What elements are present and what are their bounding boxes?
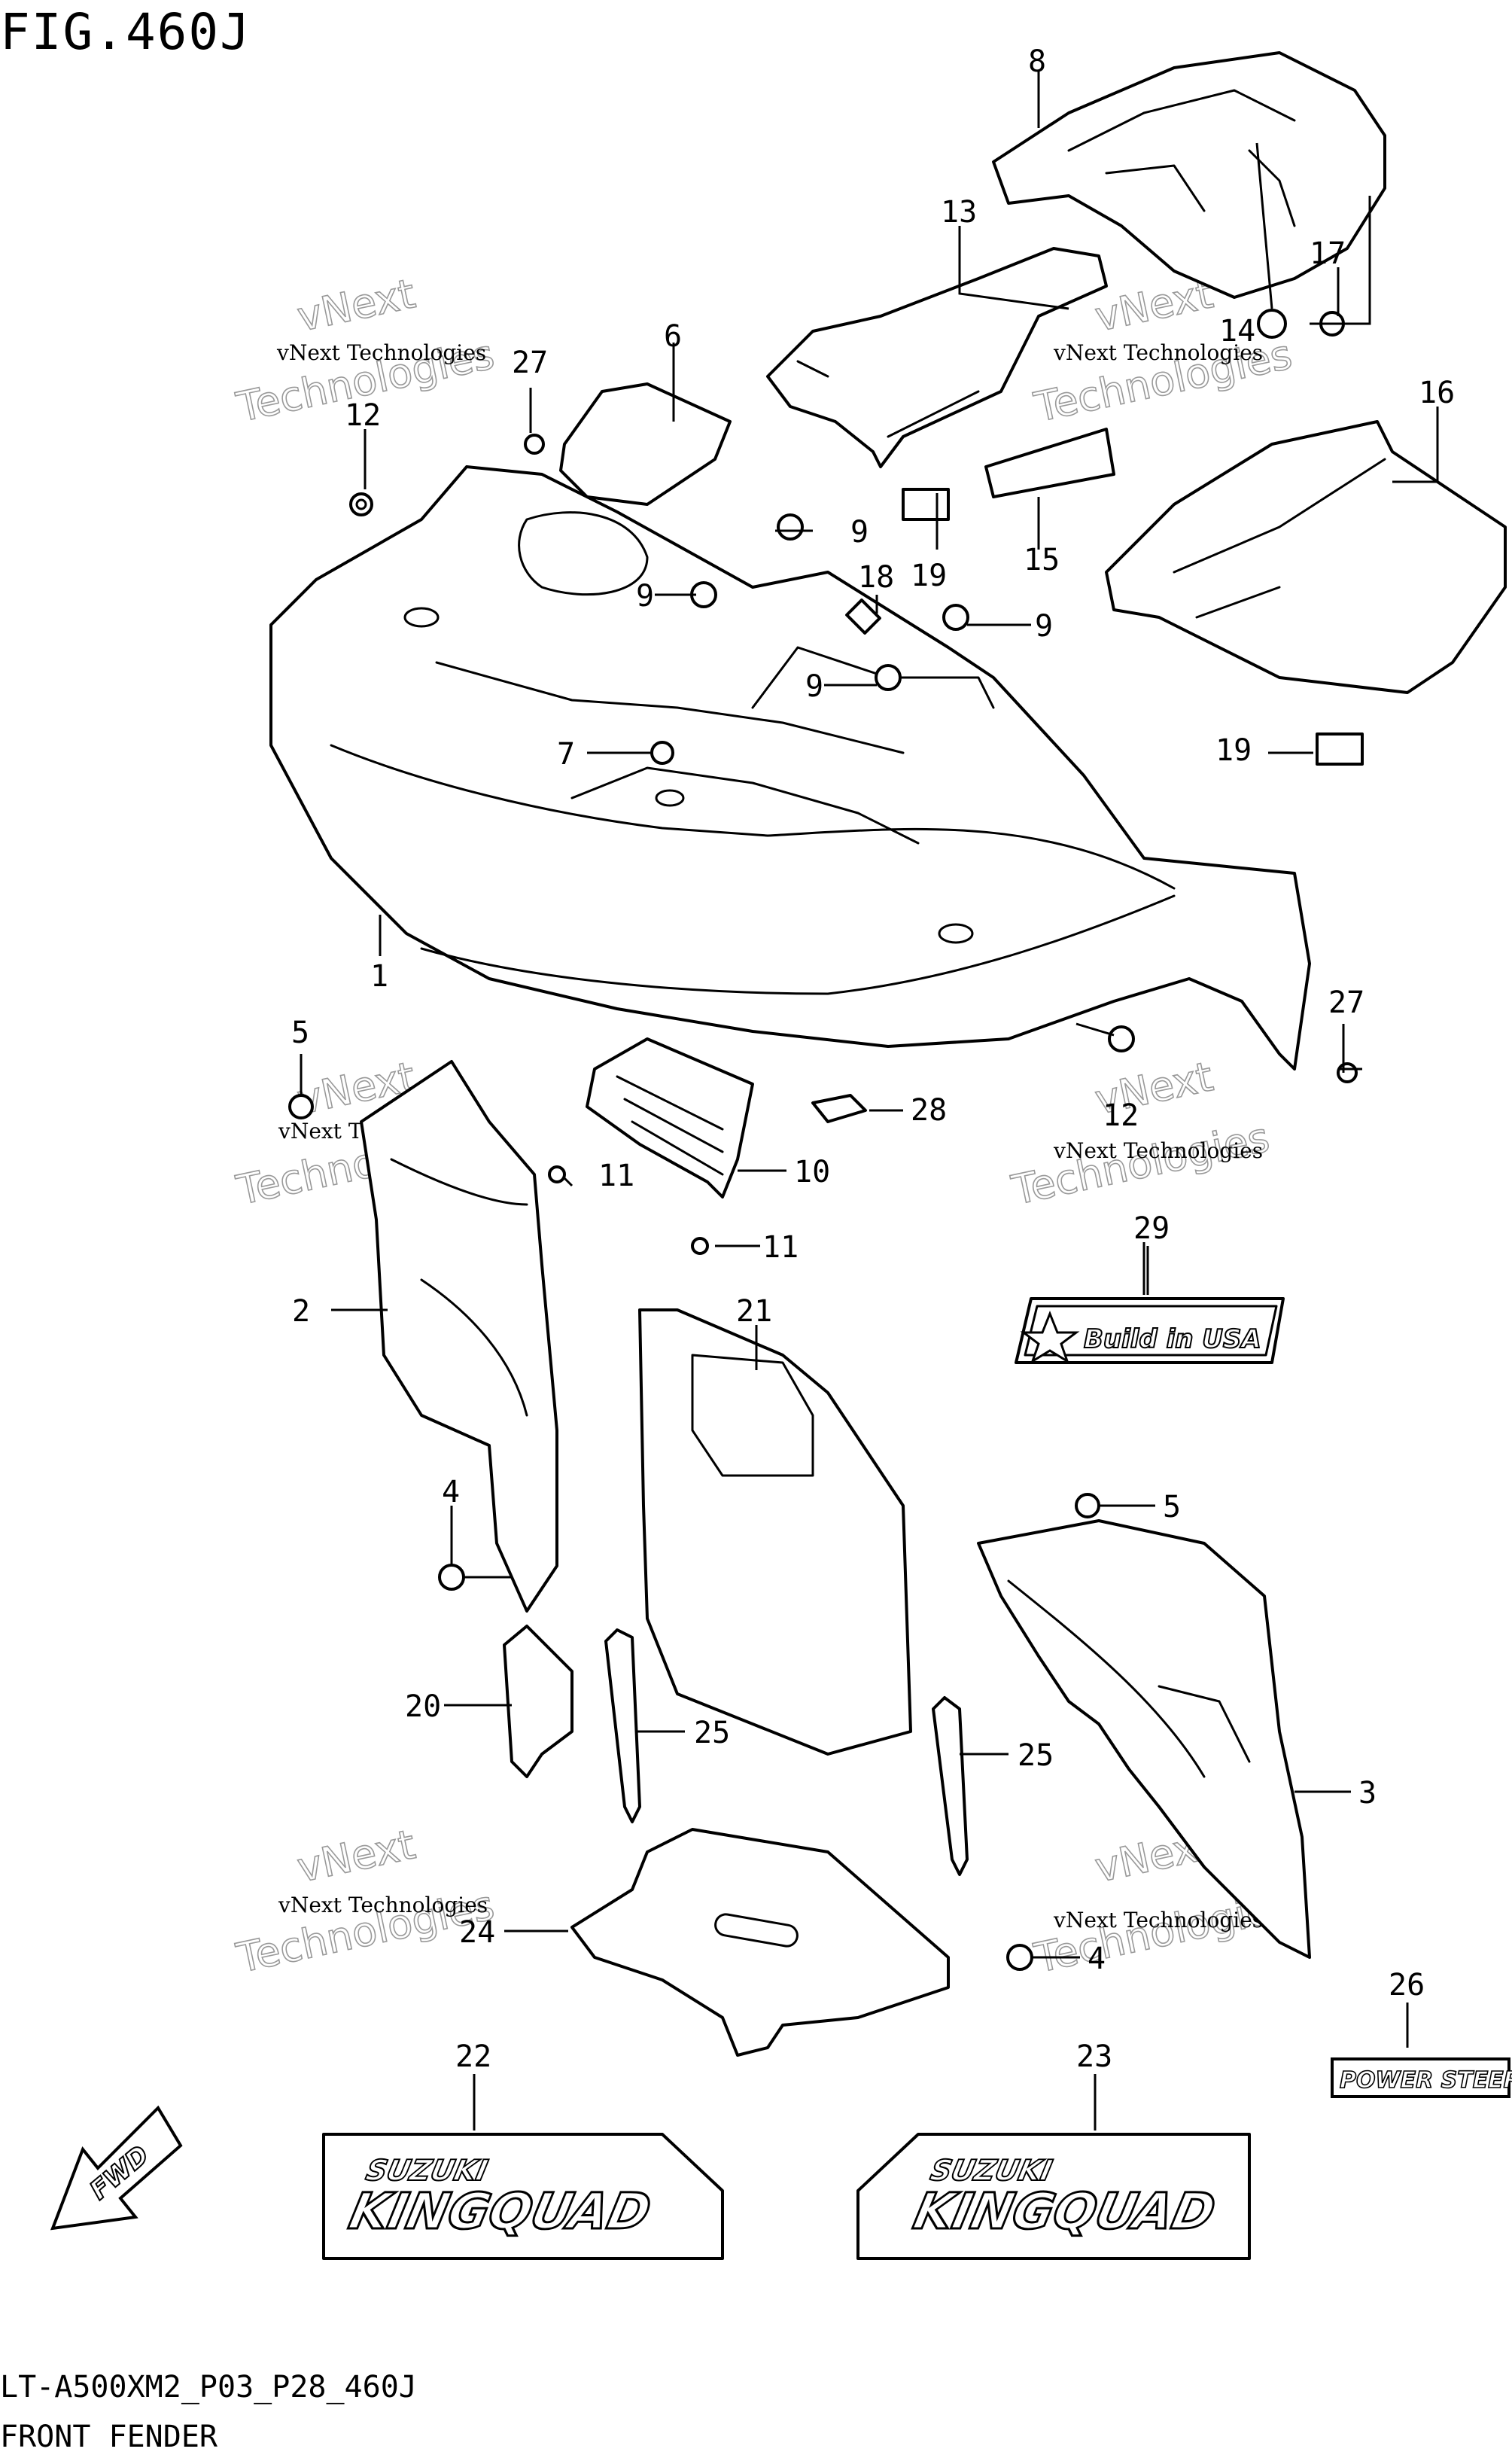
callout-21: 21	[736, 1294, 772, 1329]
callout-12b: 12	[1103, 1098, 1139, 1133]
figure-title: FIG.460J	[0, 3, 251, 61]
part-21-inner-panel	[638, 1308, 912, 1756]
callout-22: 22	[455, 2039, 491, 2074]
svg-text:POWER STEERING: POWER STEERING	[1340, 2067, 1512, 2094]
callout-10: 10	[794, 1155, 830, 1189]
callout-19b: 19	[1215, 733, 1252, 768]
callout-11a: 11	[598, 1159, 634, 1193]
part-28-pad	[811, 1094, 867, 1123]
callout-20: 20	[405, 1689, 441, 1724]
callout-1: 1	[370, 959, 388, 994]
callout-12a: 12	[345, 398, 381, 433]
leader-lines	[300, 72, 1439, 2130]
callout-19a: 19	[911, 559, 947, 593]
svg-text:Technologies: Technologies	[1008, 1113, 1273, 1214]
fastener-9d	[875, 664, 902, 691]
part-20-bracket	[503, 1625, 573, 1778]
watermark-5: vNext Technologies vNext Technologies	[232, 1820, 499, 1982]
part-16-side-panel	[1105, 420, 1507, 694]
callout-9a: 9	[850, 515, 869, 550]
fastener-4b	[1006, 1944, 1033, 1971]
callout-18: 18	[858, 560, 894, 595]
svg-text:SUZUKI: SUZUKI	[363, 2154, 491, 2188]
part-1-front-fender	[269, 465, 1311, 1071]
callout-28: 28	[911, 1093, 947, 1128]
watermark-4: vNext Technologies vNext Technologies	[1007, 1052, 1274, 1214]
svg-text:Build in USA: Build in USA	[1084, 1324, 1261, 1354]
callout-labels: 8 13 6 27 12 16 17 14 9 9 9 9 18 19 15 1…	[291, 44, 1455, 2074]
callout-13: 13	[941, 195, 977, 230]
fastener-11b	[691, 1237, 709, 1255]
callout-27b: 27	[1328, 985, 1364, 1020]
callout-17: 17	[1310, 236, 1346, 271]
fastener-9b	[777, 513, 804, 541]
part-25-cable-tie-right	[932, 1696, 969, 1876]
fastener-27a	[524, 434, 545, 455]
callout-5b: 5	[1163, 1490, 1181, 1524]
fastener-11a	[548, 1165, 566, 1183]
part-3-right-flap	[977, 1519, 1311, 1959]
callout-29: 29	[1133, 1211, 1170, 1246]
fwd-arrow-icon: FWD	[50, 2105, 183, 2231]
callout-25a: 25	[694, 1716, 730, 1750]
decal-29-build-in-usa: Build in USA	[1015, 1297, 1285, 1364]
part-2-left-flap	[360, 1060, 558, 1613]
part-10-grille	[586, 1037, 754, 1198]
fastener-14	[1257, 309, 1287, 339]
callout-9c: 9	[1035, 609, 1053, 644]
svg-text:vNext Technologies: vNext Technologies	[1053, 340, 1263, 365]
drawing-code: LT-A500XM2_P03_P28_460J	[0, 2370, 417, 2405]
callout-15: 15	[1024, 543, 1060, 577]
callout-5a: 5	[291, 1016, 309, 1050]
fastener-12a	[349, 492, 373, 516]
fastener-19b	[1316, 732, 1364, 766]
fastener-12b	[1108, 1025, 1135, 1052]
callout-4a: 4	[442, 1475, 460, 1509]
callout-11b: 11	[762, 1230, 799, 1265]
fastener-18	[845, 598, 881, 635]
callout-16: 16	[1419, 376, 1455, 410]
part-15-pad	[984, 428, 1115, 498]
fastener-4a	[438, 1564, 465, 1591]
watermark-2: vNext Technologies vNext Technologies	[1030, 269, 1297, 431]
callout-24: 24	[459, 1915, 495, 1950]
part-24-plate	[570, 1828, 950, 2057]
callout-7: 7	[557, 737, 575, 772]
fastener-19a	[902, 488, 950, 521]
fastener-27b	[1337, 1062, 1358, 1083]
fastener-5b	[1075, 1493, 1100, 1518]
callout-25b: 25	[1018, 1738, 1054, 1773]
decal-22-kingquad-left: SUZUKI KINGQUAD	[322, 2133, 724, 2260]
callout-9b: 9	[636, 579, 654, 614]
callout-3: 3	[1358, 1776, 1377, 1811]
part-6-cap	[559, 382, 732, 506]
svg-text:vNext Technologies: vNext Technologies	[1053, 1138, 1263, 1163]
svg-text:KINGQUAD: KINGQUAD	[344, 2182, 656, 2240]
fastener-7	[650, 741, 674, 765]
callout-23: 23	[1076, 2039, 1112, 2074]
svg-text:vNext: vNext	[294, 1820, 419, 1891]
svg-text:KINGQUAD: KINGQUAD	[908, 2182, 1220, 2240]
callout-27a: 27	[512, 346, 548, 380]
callout-14: 14	[1219, 314, 1255, 349]
drawing-name: FRONT FENDER	[0, 2420, 218, 2454]
fastener-5a	[288, 1094, 314, 1119]
callout-26: 26	[1389, 1968, 1425, 2003]
callout-6: 6	[664, 319, 682, 354]
svg-text:SUZUKI: SUZUKI	[927, 2154, 1055, 2188]
svg-text:vNext Technologies: vNext Technologies	[278, 1893, 488, 1917]
callout-8: 8	[1028, 44, 1046, 79]
part-25-cable-tie-left	[604, 1628, 641, 1823]
decal-23-kingquad-right: SUZUKI KINGQUAD	[856, 2133, 1251, 2260]
fastener-9c	[942, 604, 969, 631]
callout-9d: 9	[805, 669, 823, 704]
decal-26-power-steering: POWER STEERING	[1331, 2057, 1512, 2098]
svg-text:vNext: vNext	[294, 270, 419, 340]
callout-4b: 4	[1088, 1942, 1106, 1976]
svg-text:vNext Technologies: vNext Technologies	[276, 340, 486, 365]
callout-2: 2	[292, 1294, 310, 1329]
svg-text:vNext Technologies: vNext Technologies	[1053, 1908, 1263, 1933]
